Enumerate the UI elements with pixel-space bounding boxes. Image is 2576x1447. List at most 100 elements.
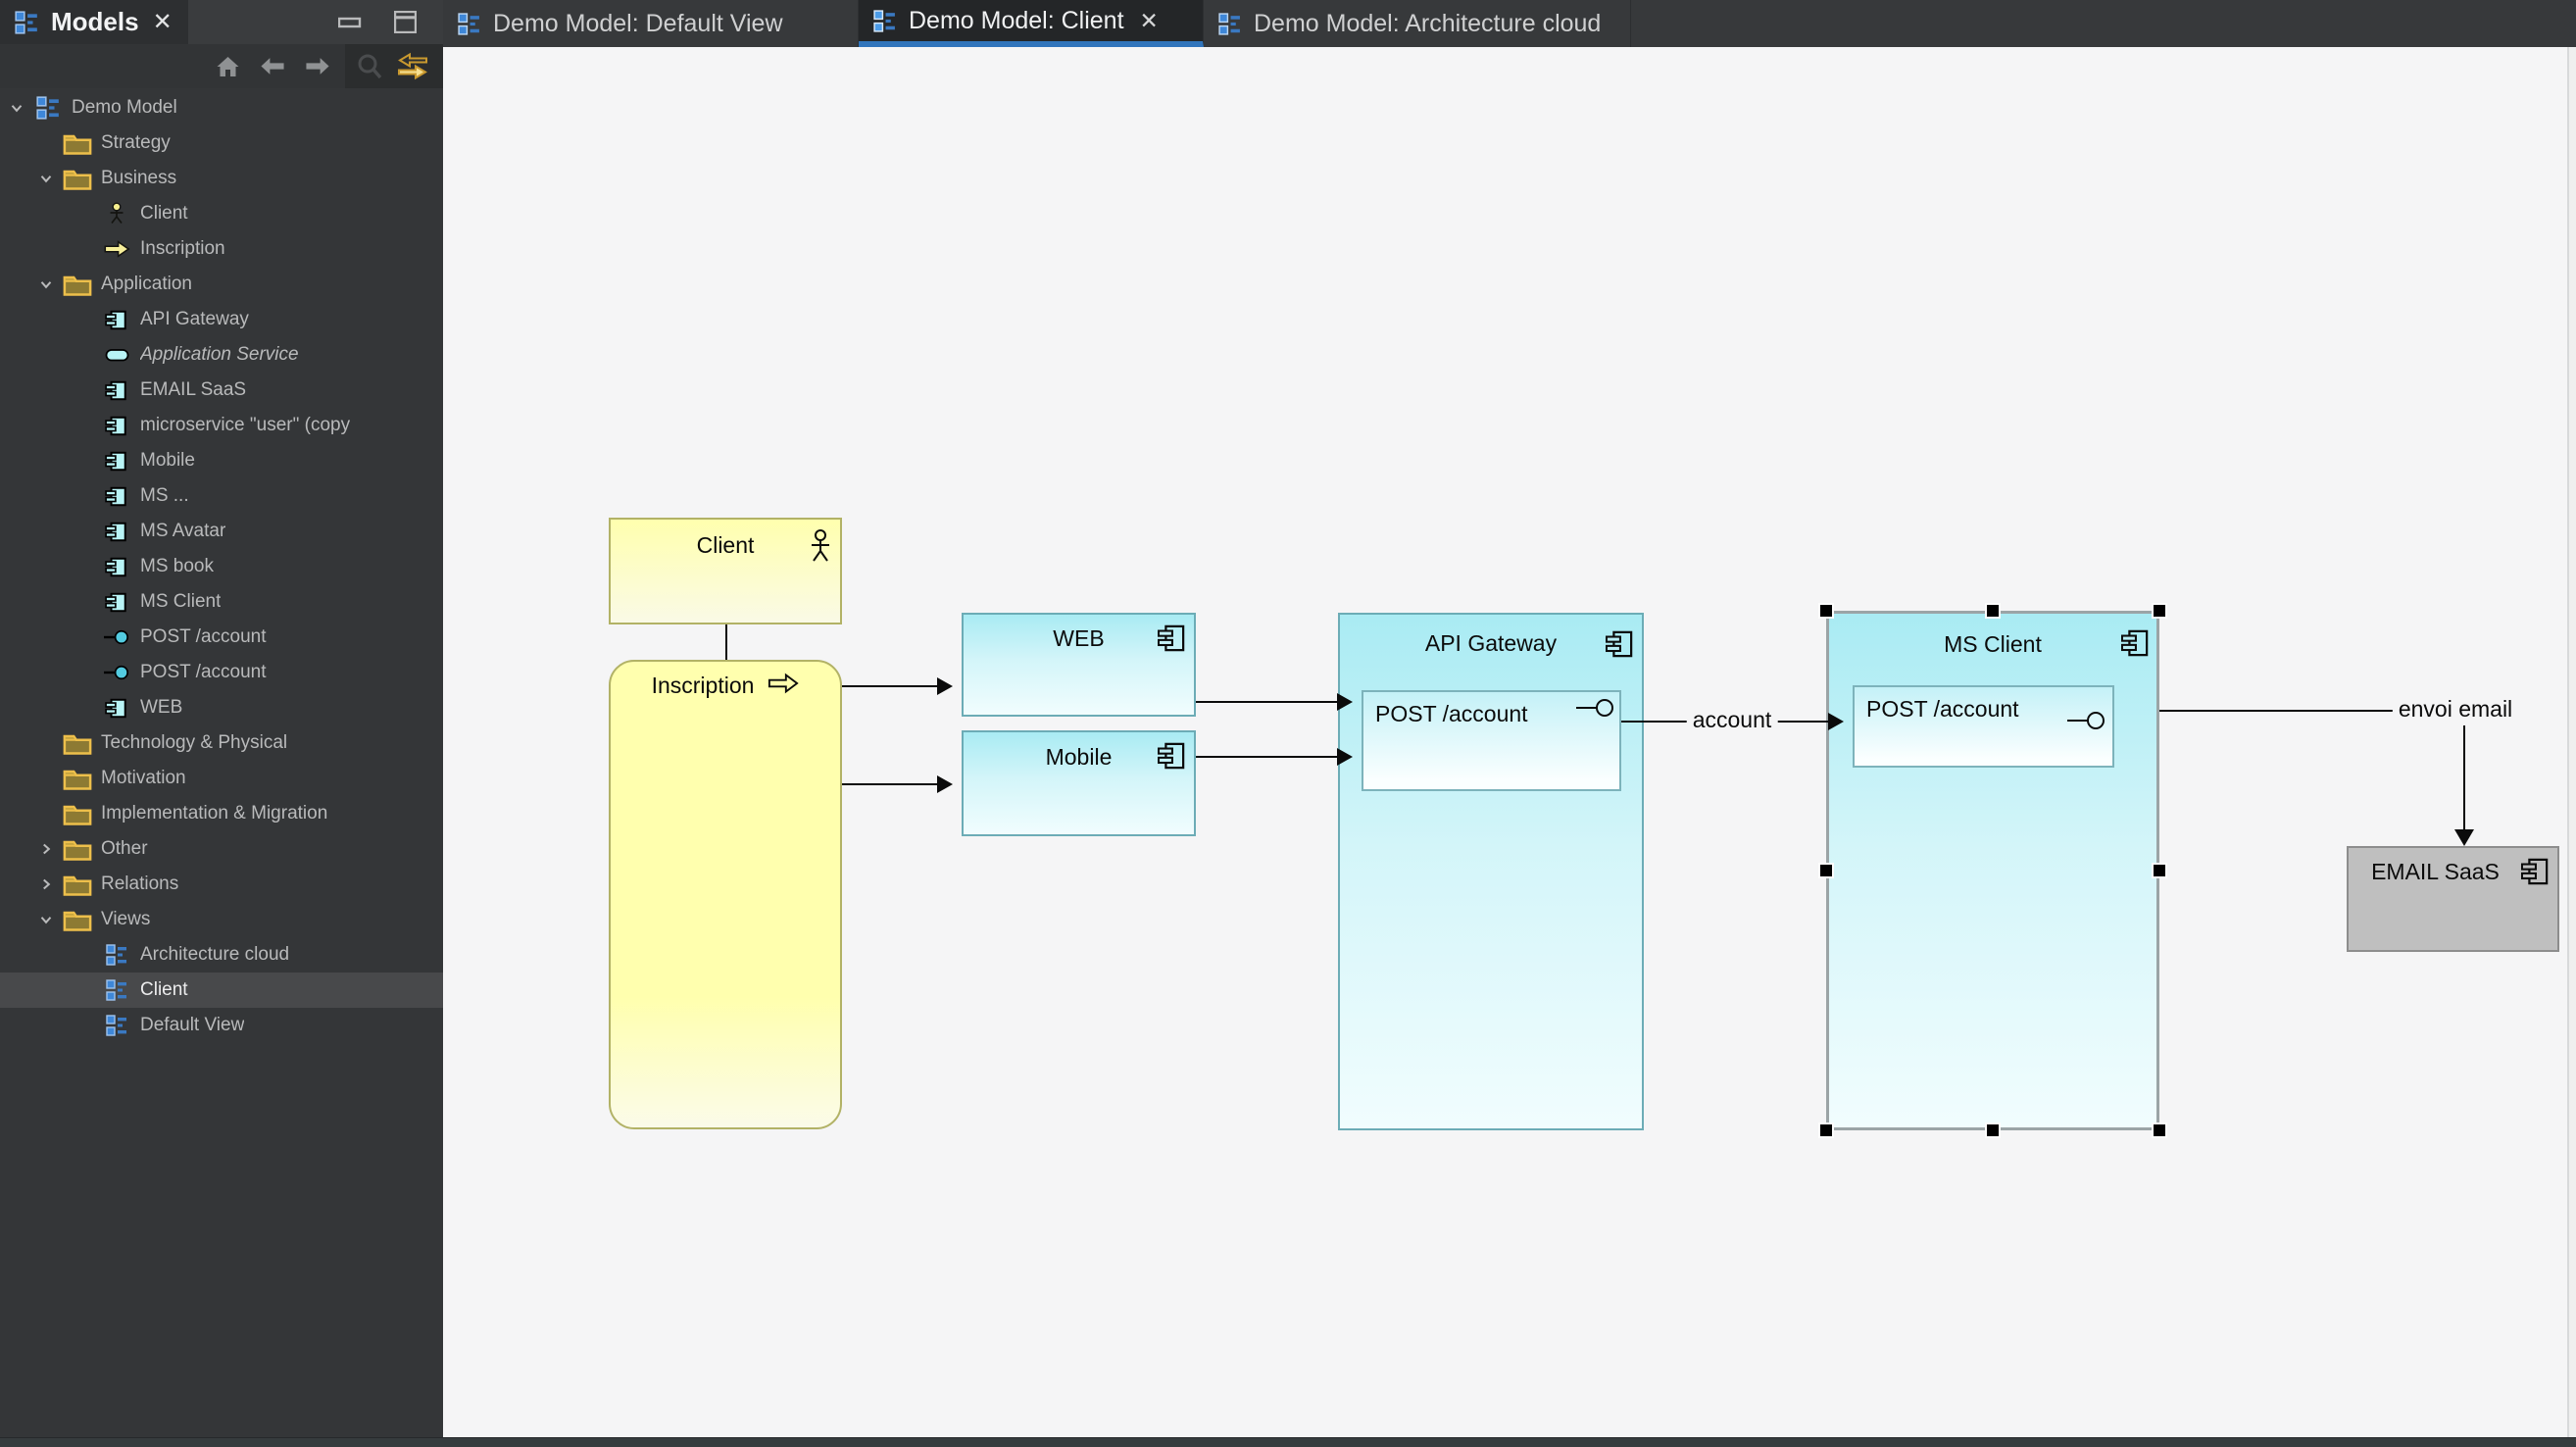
selection-handle[interactable]	[1818, 863, 1834, 878]
tree-item-implementation-migration[interactable]: Implementation & Migration	[0, 796, 443, 831]
node-mobile[interactable]: Mobile	[962, 730, 1196, 836]
tree-item-label: Other	[101, 838, 148, 859]
selection-handle[interactable]	[2152, 1123, 2167, 1138]
component-icon	[100, 697, 133, 720]
node-email-saas[interactable]: EMAIL SaaS	[2347, 846, 2559, 952]
tree-item-strategy[interactable]: Strategy	[0, 125, 443, 161]
forward-icon[interactable]	[301, 50, 334, 83]
tree-item-microservice-user-copy[interactable]: microservice "user" (copy	[0, 408, 443, 443]
tree-item-post-account[interactable]: POST /account	[0, 655, 443, 690]
back-icon[interactable]	[256, 50, 289, 83]
tree-item-inscription[interactable]: Inscription	[0, 231, 443, 267]
interface-icon	[100, 662, 133, 683]
selection-handle[interactable]	[2152, 603, 2167, 619]
node-client[interactable]: Client	[609, 518, 842, 624]
connector-client-inscription[interactable]	[725, 624, 727, 660]
chevron-right-icon[interactable]	[31, 840, 61, 858]
chevron-down-icon[interactable]	[2, 99, 31, 117]
folder-icon	[61, 273, 94, 297]
tree-item-mobile[interactable]: Mobile	[0, 443, 443, 478]
tree-item-post-account[interactable]: POST /account	[0, 620, 443, 655]
chevron-down-icon[interactable]	[31, 170, 61, 187]
folder-icon	[61, 131, 94, 156]
arrowhead	[1337, 693, 1353, 711]
chevron-down-icon[interactable]	[31, 911, 61, 928]
minimize-panel-icon[interactable]	[333, 6, 367, 39]
selection-handle[interactable]	[2152, 863, 2167, 878]
tree-item-label: Views	[101, 909, 151, 929]
process-icon	[100, 239, 133, 259]
connector-label-envoi-email[interactable]: envoi email	[2392, 696, 2519, 723]
connector-envoi-email-h[interactable]	[2159, 710, 2395, 712]
tab-architecture-cloud[interactable]: Demo Model: Architecture cloud	[1204, 0, 1631, 47]
connector-envoi-email-v[interactable]	[2463, 725, 2465, 831]
tree-item-api-gateway[interactable]: API Gateway	[0, 302, 443, 337]
selection-handle[interactable]	[1818, 603, 1834, 619]
models-panel-tab[interactable]: Models ✕	[0, 0, 188, 44]
folder-icon	[61, 837, 94, 862]
selection-handle[interactable]	[1985, 1123, 2001, 1138]
connector-web-gateway[interactable]	[1196, 701, 1341, 703]
tab-client[interactable]: Demo Model: Client ✕	[859, 0, 1204, 47]
tree-item-demo-model[interactable]: Demo Model	[0, 90, 443, 125]
tree-item-views[interactable]: Views	[0, 902, 443, 937]
canvas-scrollbar-track[interactable]	[2569, 47, 2576, 1437]
connector-inscription-web[interactable]	[842, 685, 940, 687]
tree-item-label: microservice "user" (copy	[140, 415, 351, 435]
tree-item-label: EMAIL SaaS	[140, 379, 247, 400]
component-icon	[2520, 858, 2549, 890]
search-icon[interactable]	[353, 50, 386, 83]
tree-item-application[interactable]: Application	[0, 267, 443, 302]
tree-item-client[interactable]: Client	[0, 973, 443, 1008]
selection-handle[interactable]	[1818, 1123, 1834, 1138]
tree-item-label: Demo Model	[72, 97, 177, 118]
tree-item-other[interactable]: Other	[0, 831, 443, 867]
tree-item-label: POST /account	[140, 662, 267, 682]
tree-item-ms[interactable]: MS ...	[0, 478, 443, 514]
tree-item-architecture-cloud[interactable]: Architecture cloud	[0, 937, 443, 973]
chevron-down-icon[interactable]	[31, 275, 61, 293]
connector-mobile-gateway[interactable]	[1196, 756, 1341, 758]
tree-item-default-view[interactable]: Default View	[0, 1008, 443, 1043]
tree-item-label: MS Avatar	[140, 521, 226, 541]
tree-item-business[interactable]: Business	[0, 161, 443, 196]
tree-item-client[interactable]: Client	[0, 196, 443, 231]
panel-close-icon[interactable]: ✕	[152, 9, 173, 35]
component-icon	[100, 556, 133, 578]
link-with-editor-icon[interactable]	[396, 50, 429, 83]
node-label: Client	[696, 532, 755, 558]
connector-inscription-mobile[interactable]	[842, 783, 940, 785]
node-post-account-msclient[interactable]: POST /account	[1853, 685, 2114, 768]
tree-item-web[interactable]: WEB	[0, 690, 443, 725]
tree-item-label: Mobile	[140, 450, 195, 471]
node-web[interactable]: WEB	[962, 613, 1196, 717]
chevron-right-icon[interactable]	[31, 875, 61, 893]
node-label: POST /account	[1866, 696, 2019, 722]
actor-icon	[100, 201, 133, 226]
node-inscription[interactable]: Inscription	[609, 660, 842, 1129]
node-post-account-gateway[interactable]: POST /account	[1362, 690, 1621, 791]
tree-item-label: Business	[101, 168, 177, 188]
tree-item-ms-avatar[interactable]: MS Avatar	[0, 514, 443, 549]
node-label: Inscription	[651, 673, 755, 698]
tree-item-technology-physical[interactable]: Technology & Physical	[0, 725, 443, 761]
tree-item-label: Default View	[140, 1015, 245, 1035]
tab-close-icon[interactable]: ✕	[1139, 7, 1159, 33]
home-icon[interactable]	[211, 50, 244, 83]
arrowhead	[937, 677, 953, 695]
tree-item-ms-client[interactable]: MS Client	[0, 584, 443, 620]
tree-item-relations[interactable]: Relations	[0, 867, 443, 902]
folder-icon	[61, 731, 94, 756]
tree-item-label: WEB	[140, 697, 183, 718]
diagram-canvas[interactable]: Client Inscription WEB Mobile	[443, 47, 2576, 1437]
selection-handle[interactable]	[1985, 603, 2001, 619]
tree-item-motivation[interactable]: Motivation	[0, 761, 443, 796]
tree-item-application-service[interactable]: Application Service	[0, 337, 443, 373]
node-label: Mobile	[1045, 744, 1113, 770]
tab-default-view[interactable]: Demo Model: Default View	[443, 0, 859, 47]
connector-label-account[interactable]: account	[1686, 707, 1778, 733]
maximize-panel-icon[interactable]	[388, 6, 421, 39]
tree-item-ms-book[interactable]: MS book	[0, 549, 443, 584]
tree-item-email-saas[interactable]: EMAIL SaaS	[0, 373, 443, 408]
